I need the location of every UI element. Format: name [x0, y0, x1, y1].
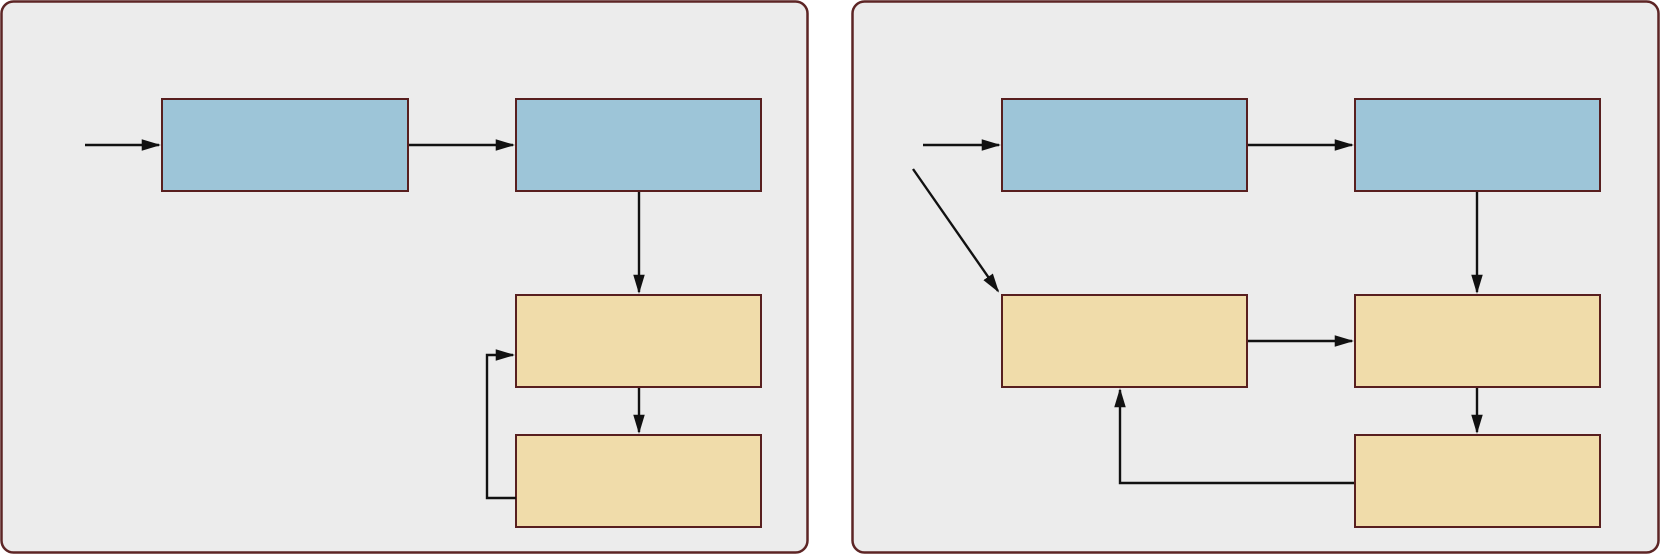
right-blue-box-2 — [1354, 98, 1601, 192]
left-feedback-loop — [485, 349, 516, 500]
right-tan-box-1 — [1001, 294, 1248, 388]
right-tan-box-3 — [1354, 434, 1601, 528]
left-blue-box-2 — [515, 98, 762, 192]
left-tan-box-1 — [515, 294, 762, 388]
right-diagonal-arrow — [912, 168, 1000, 293]
right-blue-box-1 — [1001, 98, 1248, 192]
right-tan-box-2 — [1354, 294, 1601, 388]
left-blue-box-1 — [161, 98, 409, 192]
right-feedback-loop — [1114, 388, 1354, 485]
left-tan-box-2 — [515, 434, 762, 528]
